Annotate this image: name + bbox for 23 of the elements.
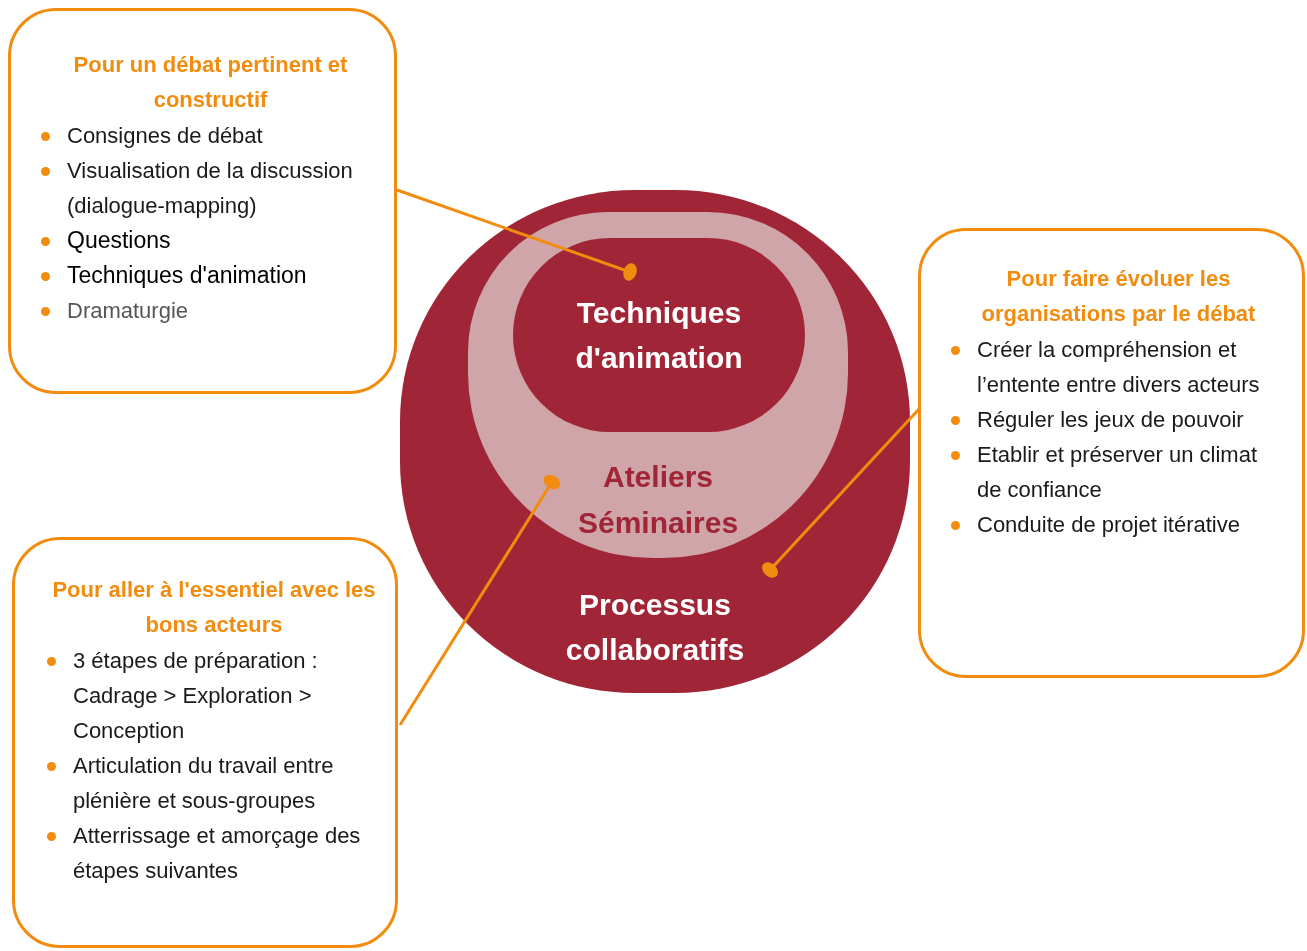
shape-label: Processus collaboratifs (564, 587, 746, 668)
list-item: Techniques d'animation (67, 261, 307, 290)
list-item: Créer la compréhension et l’entente entre divers acteurs (977, 336, 1261, 399)
list-item: Atterrissage et amorçage des étapes suivantes (73, 822, 362, 885)
callout-heading: Pour faire évoluer les organisations par le débat (980, 265, 1257, 328)
list-item: Réguler les jeux de pouvoir (977, 406, 1244, 434)
list-item: Visualisation de la discussion (dialogue-mapping) (67, 157, 354, 220)
callout-heading: Pour un débat pertinent et constructif (72, 51, 349, 114)
shape-label: Techniques d'animation (574, 295, 744, 376)
list-item: Consignes de débat (67, 122, 263, 150)
list-item: Articulation du travail entre plénière et sous-groupes (73, 752, 335, 815)
shape-label: Ateliers Séminaires (577, 459, 740, 541)
list-item: Etablir et préserver un climat de confiance (977, 441, 1258, 504)
list-item: 3 étapes de préparation : Cadrage > Exploration > Conception (73, 647, 319, 745)
leader-line (398, 474, 561, 726)
list-item: Dramaturgie (67, 297, 189, 325)
callout-box (918, 228, 1305, 678)
list-item: Conduite de projet itérative (977, 511, 1240, 539)
callout-box (12, 537, 398, 948)
list-item: Questions (67, 226, 171, 255)
callout-box (8, 8, 397, 394)
leader-line (396, 188, 637, 281)
callout-heading: Pour aller à l'essentiel avec les bons acteurs (51, 576, 377, 639)
